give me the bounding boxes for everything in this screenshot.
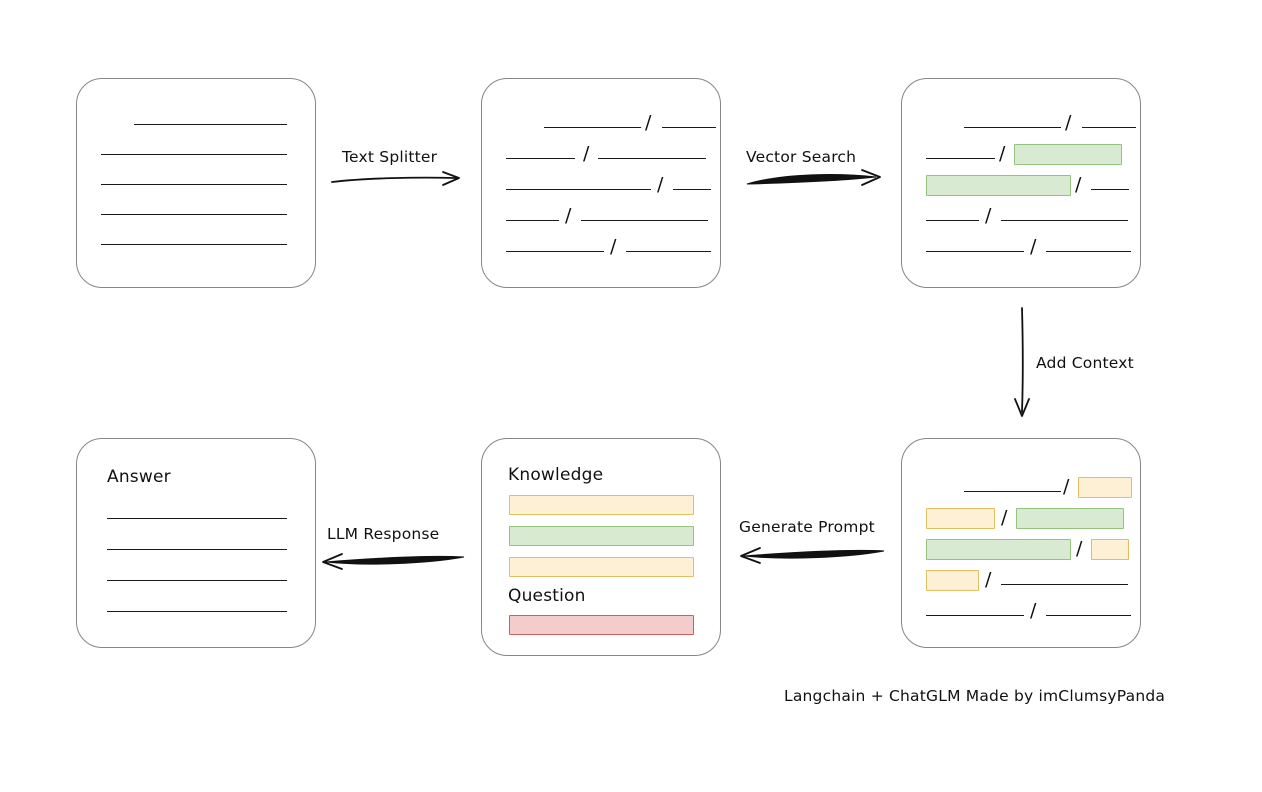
highlight-chip-yellow[interactable] [926, 508, 995, 529]
chunk-slash: / [565, 204, 572, 227]
answer-heading: Answer [107, 467, 171, 487]
prompt-section-heading-question: Question [508, 586, 586, 606]
box-split-chunks[interactable]: / / / / / [481, 78, 721, 288]
prompt-section-heading-knowledge: Knowledge [508, 465, 604, 485]
chunk-slash: / [1075, 173, 1082, 196]
chunk-rule [926, 251, 1024, 252]
box-prompt[interactable]: Knowledge Question [481, 438, 721, 656]
prompt-question-bar[interactable] [509, 615, 694, 635]
chunk-rule [506, 251, 604, 252]
chunk-rule [626, 251, 711, 252]
chunk-slash: / [1030, 599, 1037, 622]
arrow-llm-response [318, 548, 468, 574]
chunk-rule [544, 127, 641, 128]
document-line [134, 124, 287, 125]
chunk-rule [598, 158, 706, 159]
chunk-rule [1046, 251, 1131, 252]
box-context-chunks[interactable]: / / / / / [901, 438, 1141, 648]
chunk-rule [506, 158, 575, 159]
arrow-text-splitter [330, 168, 472, 190]
chunk-rule [964, 127, 1061, 128]
prompt-knowledge-bar[interactable] [509, 526, 694, 546]
chunk-rule [1046, 615, 1131, 616]
answer-line [107, 518, 287, 519]
chunk-slash: / [999, 142, 1006, 165]
arrow-label-llm-response: LLM Response [327, 525, 440, 543]
highlight-chip-green[interactable] [1014, 144, 1122, 165]
chunk-rule [662, 127, 716, 128]
arrow-add-context [1010, 305, 1036, 423]
arrow-label-generate-prompt: Generate Prompt [739, 518, 875, 536]
chunk-rule [673, 189, 711, 190]
chunk-rule [1001, 220, 1128, 221]
highlight-chip-green[interactable] [1016, 508, 1124, 529]
answer-line [107, 611, 287, 612]
chunk-rule [1082, 127, 1136, 128]
chunk-slash: / [1001, 506, 1008, 529]
document-line [101, 184, 287, 185]
footer-credit: Langchain + ChatGLM Made by imClumsyPand… [784, 687, 1166, 705]
chunk-slash: / [1065, 111, 1072, 134]
highlight-chip-yellow[interactable] [1078, 477, 1132, 498]
chunk-rule [506, 220, 559, 221]
document-line [101, 214, 287, 215]
box-source-document[interactable] [76, 78, 316, 288]
arrow-label-text-splitter: Text Splitter [342, 148, 438, 166]
chunk-rule [926, 158, 995, 159]
chunk-slash: / [1076, 537, 1083, 560]
prompt-knowledge-bar[interactable] [509, 557, 694, 577]
chunk-slash: / [1030, 235, 1037, 258]
chunk-slash: / [583, 142, 590, 165]
box-answer[interactable]: Answer [76, 438, 316, 648]
chunk-rule [964, 491, 1061, 492]
highlight-chip-yellow[interactable] [926, 570, 979, 591]
chunk-rule [1091, 189, 1129, 190]
document-line [101, 244, 287, 245]
chunk-slash: / [985, 568, 992, 591]
chunk-rule [926, 615, 1024, 616]
box-vector-matches[interactable]: / / / / / [901, 78, 1141, 288]
answer-line [107, 580, 287, 581]
chunk-slash: / [1063, 475, 1070, 498]
highlight-chip-yellow[interactable] [1091, 539, 1129, 560]
arrow-label-vector-search: Vector Search [746, 148, 857, 166]
answer-line [107, 549, 287, 550]
highlight-chip-green[interactable] [926, 539, 1071, 560]
arrow-label-add-context: Add Context [1036, 354, 1134, 372]
chunk-slash: / [645, 111, 652, 134]
chunk-rule [581, 220, 708, 221]
chunk-slash: / [985, 204, 992, 227]
prompt-knowledge-bar[interactable] [509, 495, 694, 515]
chunk-rule [926, 220, 979, 221]
document-line [101, 154, 287, 155]
chunk-slash: / [657, 173, 664, 196]
chunk-rule [1001, 584, 1128, 585]
chunk-slash: / [610, 235, 617, 258]
arrow-generate-prompt [736, 542, 888, 568]
arrow-vector-search [744, 166, 892, 192]
chunk-rule [506, 189, 651, 190]
highlight-chip-green[interactable] [926, 175, 1071, 196]
